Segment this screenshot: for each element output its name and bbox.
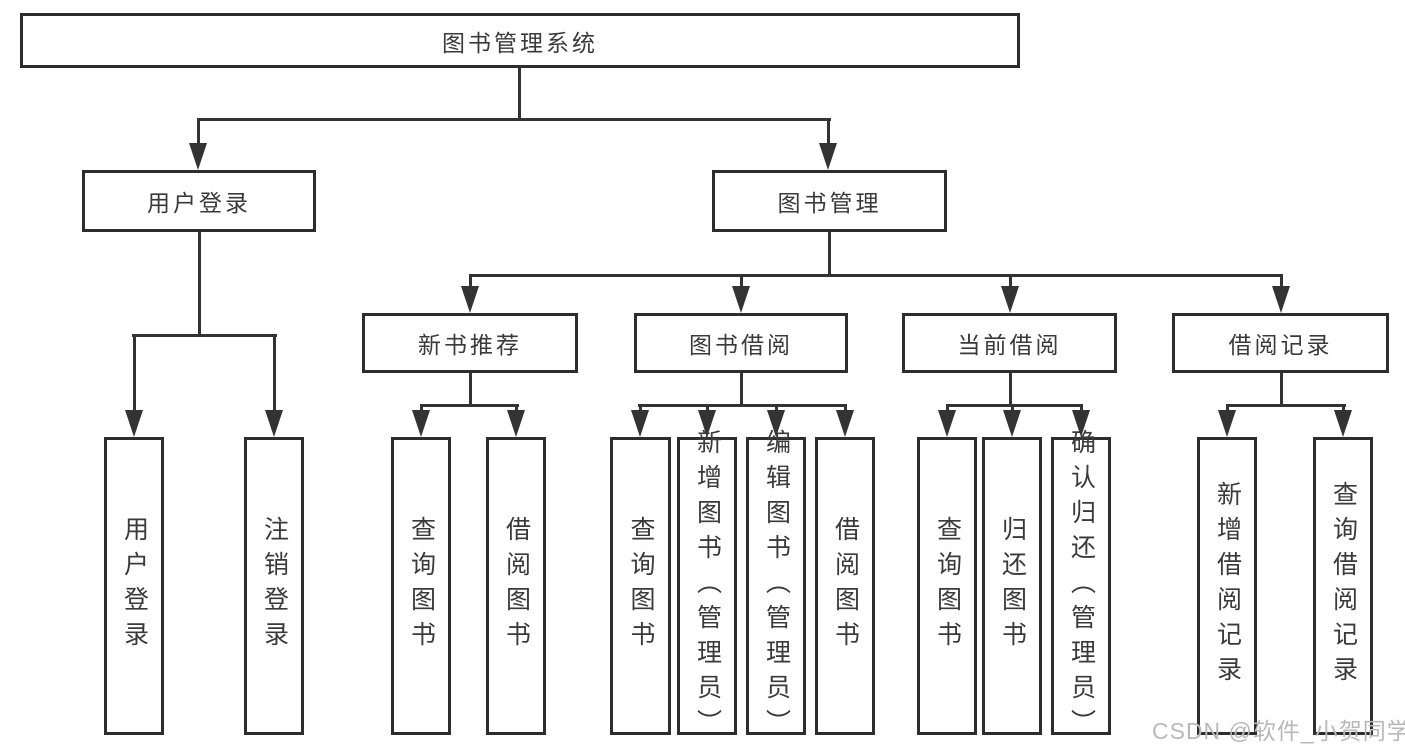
- node-leaf: 新增借阅记录: [1197, 437, 1257, 735]
- leaf-label: 编辑图书（管理员）: [762, 428, 791, 744]
- node-borrow-record: 借阅记录: [1172, 313, 1389, 373]
- csdn-watermark: CSDN @软件_小贺同学: [1152, 718, 1405, 744]
- node-label: 借阅记录: [1228, 332, 1333, 358]
- arrow-down-icon: [732, 286, 750, 313]
- node-label: 用户登录: [147, 190, 251, 216]
- arrow-down-icon: [938, 410, 956, 437]
- arrow-down-icon: [265, 410, 283, 437]
- node-leaf: 借阅图书: [486, 437, 546, 735]
- connector-line: [197, 118, 831, 121]
- node-leaf: 查询图书: [391, 437, 451, 735]
- arrow-down-icon: [189, 143, 207, 170]
- node-label: 新书推荐: [418, 332, 522, 358]
- node-book-management: 图书管理: [712, 170, 947, 232]
- connector-line: [1280, 373, 1283, 407]
- node-root-label: 图书管理系统: [442, 29, 598, 56]
- connector-line: [515, 404, 518, 413]
- connector-line: [706, 404, 709, 413]
- arrow-down-icon: [1001, 286, 1019, 313]
- node-leaf: 用户登录: [104, 437, 164, 735]
- node-leaf: 查询图书: [610, 437, 671, 735]
- node-book-borrow: 图书借阅: [634, 313, 848, 373]
- connector-line: [132, 334, 277, 337]
- node-label: 图书借阅: [689, 332, 793, 358]
- leaf-label: 新增借阅记录: [1213, 481, 1242, 691]
- arrow-down-icon: [412, 410, 430, 437]
- node-leaf: 查询图书: [917, 437, 977, 735]
- leaf-label: 查询图书: [627, 516, 655, 656]
- connector-line: [198, 232, 201, 336]
- node-leaf: 编辑图书（管理员）: [746, 429, 806, 744]
- leaf-label: 确认归还（管理员）: [1067, 428, 1096, 744]
- connector-line: [946, 404, 1083, 407]
- connector-line: [1342, 404, 1345, 413]
- arrow-down-icon: [836, 410, 854, 437]
- node-leaf: 借阅图书: [815, 437, 875, 735]
- node-leaf: 确认归还（管理员）: [1051, 429, 1111, 744]
- connector-line: [469, 373, 472, 407]
- arrow-down-icon: [631, 410, 649, 437]
- connector-line: [197, 118, 200, 146]
- arrow-down-icon: [767, 410, 785, 437]
- node-leaf: 查询借阅记录: [1313, 437, 1373, 735]
- arrow-down-icon: [125, 410, 143, 437]
- node-user-login: 用户登录: [82, 170, 316, 232]
- arrow-down-icon: [1272, 286, 1290, 313]
- connector-line: [518, 68, 521, 118]
- connector-line: [639, 404, 642, 413]
- node-new-book-recommend: 新书推荐: [362, 313, 578, 373]
- leaf-label: 注销登录: [260, 516, 289, 656]
- arrow-down-icon: [1334, 410, 1352, 437]
- leaf-label: 归还图书: [998, 516, 1027, 656]
- arrow-down-icon: [507, 410, 525, 437]
- connector-line: [1080, 404, 1083, 413]
- leaf-label: 借阅图书: [502, 516, 531, 656]
- connector-line: [775, 404, 778, 413]
- arrow-down-icon: [819, 143, 837, 170]
- node-label: 当前借阅: [957, 332, 1062, 358]
- connector-line: [827, 118, 830, 146]
- node-root: 图书管理系统: [20, 13, 1020, 68]
- leaf-label: 用户登录: [120, 516, 149, 656]
- arrow-down-icon: [1003, 410, 1021, 437]
- node-leaf: 新增图书（管理员）: [677, 429, 737, 744]
- connector-line: [420, 404, 519, 407]
- leaf-label: 查询图书: [407, 516, 436, 656]
- connector-line: [638, 404, 847, 407]
- connector-line: [1226, 404, 1229, 413]
- connector-line: [946, 404, 949, 413]
- connector-line: [740, 373, 743, 407]
- connector-line: [1280, 274, 1283, 289]
- connector-line: [420, 404, 423, 413]
- leaf-label: 查询借阅记录: [1329, 481, 1358, 691]
- connector-line: [1009, 373, 1012, 407]
- connector-line: [740, 274, 743, 289]
- connector-line: [469, 274, 1283, 277]
- connector-line: [844, 404, 847, 413]
- node-leaf: 注销登录: [244, 437, 304, 735]
- leaf-label: 借阅图书: [831, 516, 860, 656]
- arrow-down-icon: [461, 286, 479, 313]
- connector-line: [273, 334, 276, 413]
- node-label: 图书管理: [777, 190, 882, 216]
- connector-line: [828, 232, 831, 277]
- connector-line: [133, 334, 136, 413]
- arrow-down-icon: [1072, 410, 1090, 437]
- arrow-down-icon: [1218, 410, 1236, 437]
- connector-line: [1011, 404, 1014, 413]
- leaf-label: 查询图书: [933, 516, 962, 656]
- arrow-down-icon: [698, 410, 716, 437]
- node-leaf: 归还图书: [982, 437, 1042, 735]
- connector-line: [1009, 274, 1012, 289]
- connector-line: [469, 274, 472, 289]
- connector-line: [1226, 404, 1346, 407]
- leaf-label: 新增图书（管理员）: [693, 428, 722, 744]
- node-current-borrow: 当前借阅: [902, 313, 1117, 373]
